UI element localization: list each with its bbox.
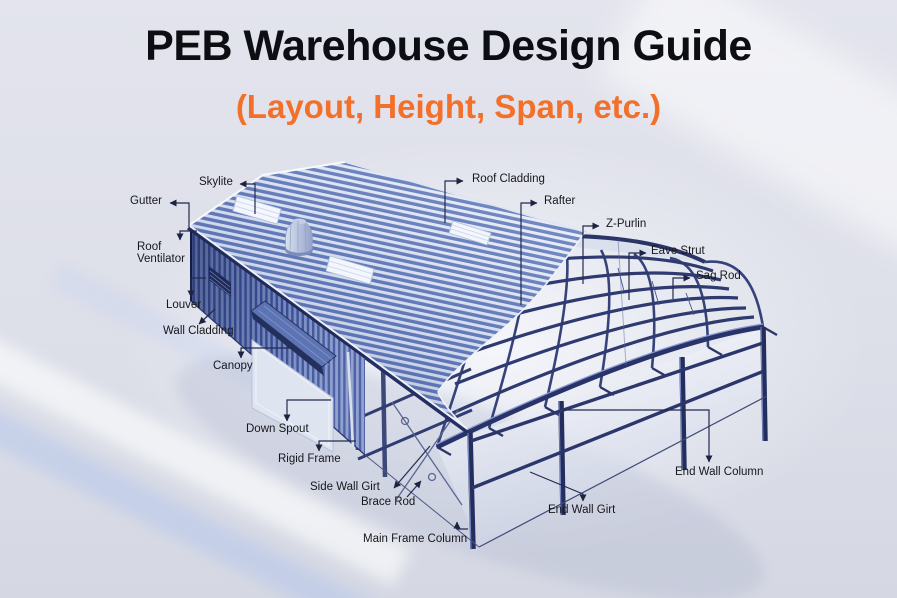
louver-slats xyxy=(209,270,231,296)
louver-panel xyxy=(209,266,231,297)
leader-roof-ventilator xyxy=(176,230,197,241)
leader-end-wall-column xyxy=(563,409,713,463)
page-title: PEB Warehouse Design Guide xyxy=(145,22,752,70)
label-brace-rod: Brace Rod xyxy=(361,496,416,508)
leader-brace-rod xyxy=(406,480,422,498)
brace-rod-x xyxy=(391,401,463,506)
leader-end-wall-girt xyxy=(529,471,587,502)
leader-sag-rod xyxy=(672,274,691,299)
leader-eave-strut xyxy=(628,249,647,300)
leader-gutter xyxy=(169,199,190,227)
base-line-left xyxy=(364,454,480,548)
down-spout-pipe xyxy=(346,351,355,448)
leader-rafter xyxy=(520,199,538,305)
leader-lines xyxy=(169,177,713,530)
leader-down-spout xyxy=(283,399,331,422)
base-line xyxy=(478,395,768,548)
leader-skylite xyxy=(239,180,256,214)
label-sag-rod: Sag Rod xyxy=(696,270,741,282)
end-wall-girts xyxy=(470,341,765,490)
label-rigid-frame: Rigid Frame xyxy=(278,453,341,465)
main-columns xyxy=(467,326,768,550)
leader-roof-cladding xyxy=(444,177,464,223)
side-wall-panel xyxy=(190,230,366,456)
label-roof-cladding: Roof Cladding xyxy=(472,173,545,185)
label-wall-cladding: Wall Cladding xyxy=(163,325,234,337)
label-z-purlin: Z-Purlin xyxy=(606,218,647,230)
leader-main-frame-column xyxy=(453,521,468,530)
door-panel xyxy=(251,339,334,453)
leader-z-purlin xyxy=(582,222,600,284)
page-subtitle: (Layout, Height, Span, etc.) xyxy=(235,88,662,125)
column-highlights xyxy=(467,326,764,550)
sag-rods xyxy=(617,267,695,316)
leader-louver xyxy=(187,277,206,298)
leader-rigid-frame xyxy=(315,440,356,452)
gutter-edge xyxy=(187,223,468,431)
label-canopy: Canopy xyxy=(213,360,253,372)
label-rafter: Rafter xyxy=(544,195,576,207)
roof-cut-edge xyxy=(437,231,586,431)
label-end-wall-column: End Wall Column xyxy=(675,466,764,478)
gable-edge-highlight xyxy=(187,161,346,227)
door-panel-inner xyxy=(255,344,330,447)
label-roof-ventilator: Roof Ventilator xyxy=(137,241,185,265)
ridge-cap xyxy=(344,161,586,233)
label-down-spout: Down Spout xyxy=(246,423,309,435)
roof-ventilator-dome xyxy=(285,218,313,256)
label-gutter: Gutter xyxy=(130,195,162,207)
roof-frame xyxy=(435,233,778,457)
skylight-ribs xyxy=(234,200,491,280)
label-eave-strut: Eave Strut xyxy=(651,245,705,257)
leader-canopy xyxy=(237,347,294,359)
canopy-awning xyxy=(250,300,337,376)
label-louver: Louver xyxy=(166,299,202,311)
wall-top-edge xyxy=(190,230,366,359)
label-end-wall-girt: End Wall Girt xyxy=(548,504,616,516)
leader-side-wall-girt xyxy=(393,445,431,489)
label-skylite: Skylite xyxy=(199,176,233,188)
leader-wall-cladding xyxy=(198,308,216,325)
label-side-wall-girt: Side Wall Girt xyxy=(310,481,380,493)
eave-strut-beam xyxy=(435,324,764,450)
label-main-frame-column: Main Frame Column xyxy=(363,533,468,545)
roof-fold-line xyxy=(617,238,627,366)
